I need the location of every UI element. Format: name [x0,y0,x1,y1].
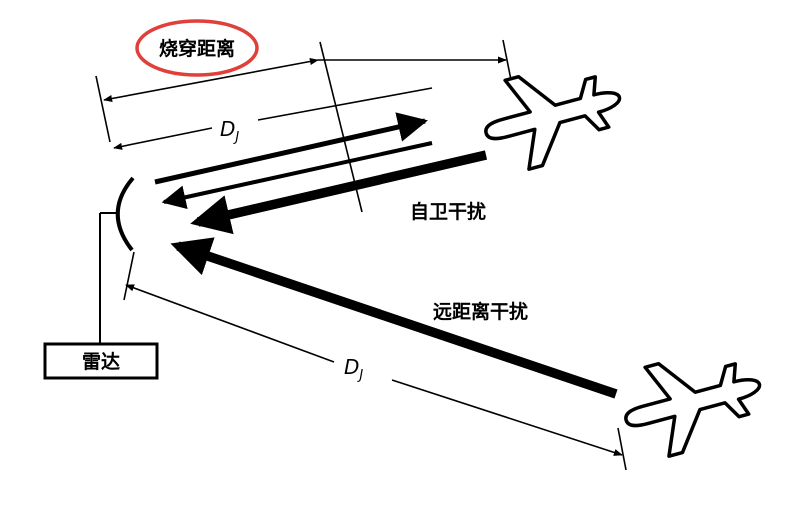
radar-transmit-arrow [154,112,428,185]
dj-upper-line-left [113,127,213,150]
radar-station: 雷达 [43,176,159,380]
dj-lower-line-right [391,379,623,456]
radar-label: 雷达 [82,350,120,373]
radar-label-box [43,342,159,380]
lower-left-tick [123,251,135,301]
left-extension-tick [95,75,111,143]
dimension-lines [103,56,623,456]
self-protection-jamming-label: 自卫干扰 [410,200,486,223]
aircraft-icon [484,74,622,171]
lower-right-tick [617,427,627,471]
burn-through-label: 烧穿距离 [159,37,235,60]
radar-dish-icon [115,176,135,252]
dj-lower-line-left [125,284,335,363]
dj-upper-label: DJ [220,117,239,145]
standoff-jamming-arrow [170,237,618,399]
burn-through-label-group: 烧穿距离 [135,19,259,77]
standoff-jamming-label: 远距离干扰 [433,300,528,323]
dj-lower-label: DJ [344,355,363,383]
dj-upper-line-right [257,87,433,121]
radar-echo-arrow [161,141,433,210]
radar-signal-arrows [154,112,618,399]
burn-through-dimension-line [103,57,319,103]
aircraft-icon [624,361,762,458]
self-protection-jamming-arrow [190,150,488,235]
right-extension-tick [502,39,512,81]
